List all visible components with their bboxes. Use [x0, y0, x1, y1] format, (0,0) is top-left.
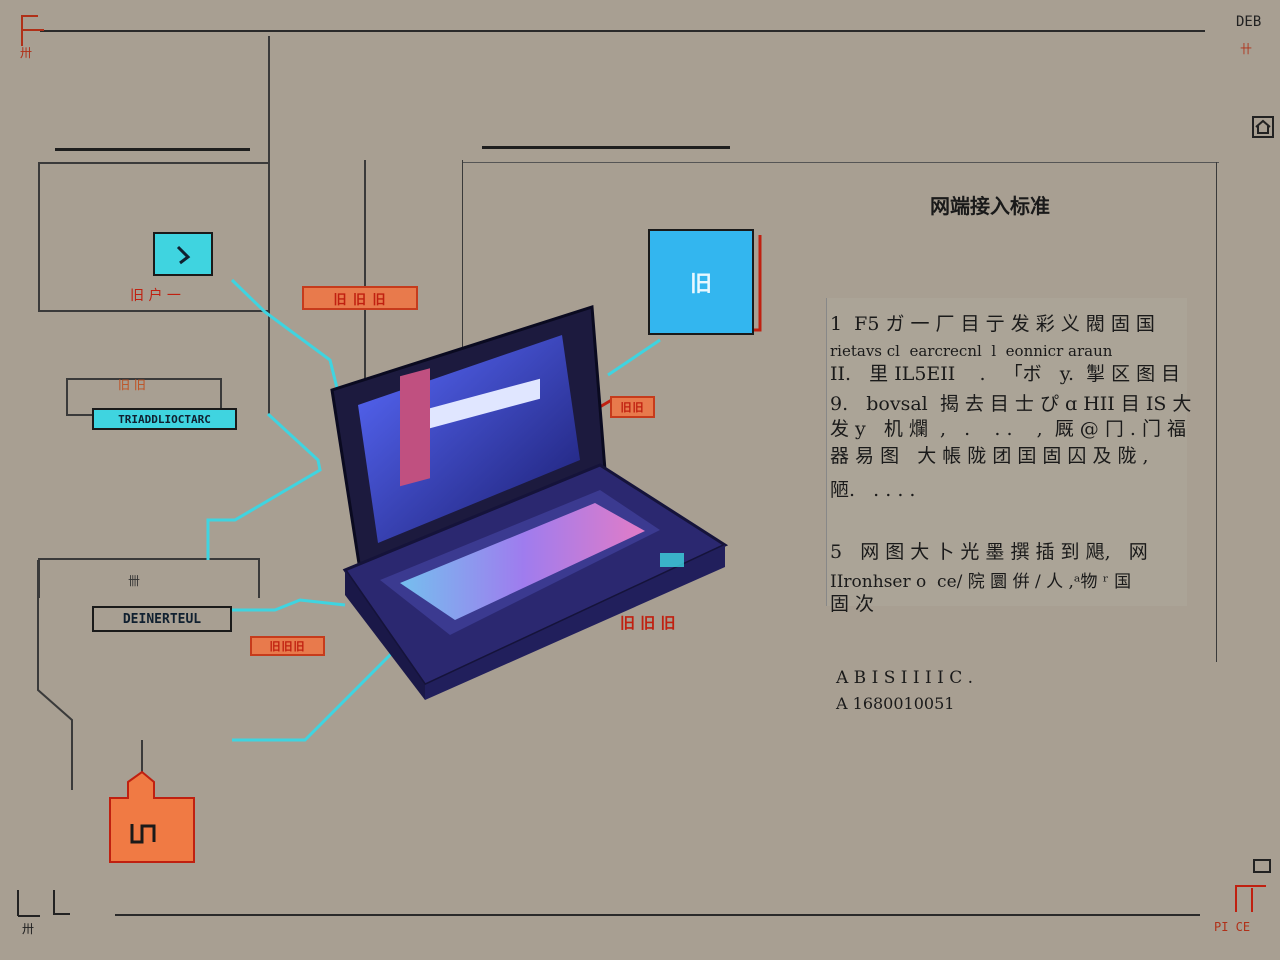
corner-mark-top-right: DEB	[1236, 14, 1262, 30]
panel-line-2: rietavs cl earcrecnl l eonnicr araun	[830, 342, 1113, 360]
red-label-below: 旧 旧 旧	[620, 614, 676, 632]
guide-line-2	[364, 160, 366, 400]
corner-bracket-top-left	[21, 15, 44, 46]
panel-line-3: II. 里 IL5EII . 「ボ y. 掣 区 图 目	[830, 363, 1181, 385]
left-box-2-label: 旧 旧	[118, 378, 146, 392]
corner-bracket-right	[1235, 859, 1271, 912]
home-building-icon[interactable]	[108, 770, 196, 864]
bottom-border-line	[115, 914, 1200, 916]
corner-mark-bottom-left: 卅	[22, 922, 35, 936]
panel-line-5: 发 y 机 爛 , . . . , 厩 @ 冂 . 门 福	[830, 418, 1186, 440]
panel-line-8: 5 网 图 大 卜 光 墨 撰 插 到 飓, 网	[830, 541, 1148, 563]
device-tag-1[interactable]: TRIADDLIOCTARC	[92, 408, 237, 430]
home-icon[interactable]	[1252, 116, 1274, 138]
footer-code-1: A B I S I I I I C .	[836, 668, 974, 688]
panel-line-1: 1 F5 ガ 一 厂 目 亍 发 彩 义 閥 固 国	[830, 313, 1155, 335]
corner-bracket-left	[17, 890, 70, 917]
guide-line-3	[462, 160, 463, 400]
left-box-3-label: 卌	[128, 574, 141, 588]
footer-code-2: A 1680010051	[836, 694, 955, 713]
left-section-header-line	[55, 148, 250, 151]
text-panel	[826, 298, 1187, 606]
red-label-2[interactable]: 旧旧旧	[250, 636, 325, 656]
corner-mark-bottom-right: PI CE	[1214, 920, 1251, 934]
corner-mark-top-left: 卅	[20, 46, 33, 60]
panel-line-7: 陋. . . . .	[830, 479, 916, 501]
red-label-right[interactable]: 旧旧	[610, 396, 655, 418]
panel-line-6: 器 易 图 大 帳 陇 团 囯 固 囚 及 陇 ,	[830, 445, 1149, 467]
panel-title: 网端接入标准	[930, 194, 1050, 218]
left-box-1	[38, 162, 270, 312]
top-border-line	[40, 30, 1205, 32]
red-label-1[interactable]: 旧 旧 旧	[302, 286, 418, 310]
divider-line	[462, 162, 1219, 163]
device-tag-2[interactable]: DEINERTEUL	[92, 606, 232, 632]
corner-mark-top-right-sub: 卄	[1240, 42, 1253, 56]
guide-line-4	[1216, 162, 1217, 662]
screen-icon-box[interactable]: 旧	[648, 229, 754, 335]
panel-line-4: 9. bovsal 揭 去 目 士 ぴ ɑ HII 目 IS 大	[830, 393, 1192, 415]
user-icon-box[interactable]	[153, 232, 213, 276]
panel-line-10: 固 次	[830, 593, 875, 615]
panel-line-9: IIronhser o ce/ 院 圜 倂 / 人 ,ᵃ物 ʳ 国	[830, 572, 1132, 592]
center-section-header-line	[482, 146, 730, 149]
laptop-illustration	[330, 305, 729, 700]
left-box-1-label: 旧 户 一	[130, 288, 181, 304]
